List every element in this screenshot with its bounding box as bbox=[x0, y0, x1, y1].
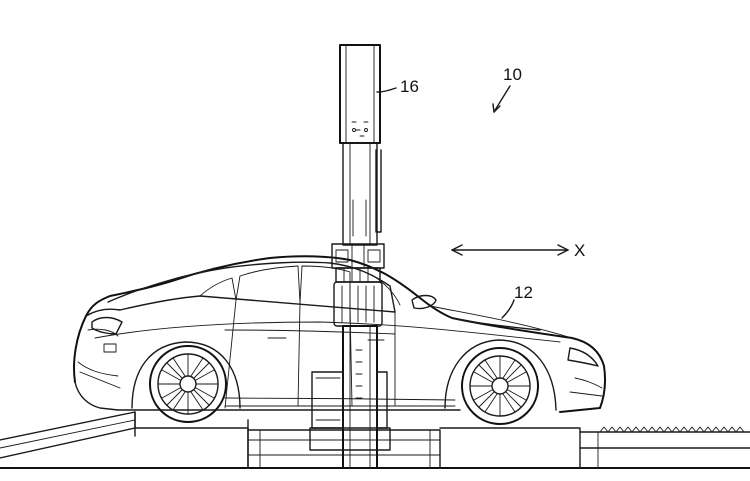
label-tower: 16 bbox=[400, 77, 419, 96]
label-vehicle: 12 bbox=[514, 283, 533, 302]
front-wheel bbox=[444, 339, 557, 425]
label-axis-x: X bbox=[574, 241, 585, 260]
rear-wheel bbox=[131, 341, 241, 423]
ground-platform bbox=[0, 411, 750, 469]
tower-post bbox=[309, 44, 391, 469]
label-assembly: 10 bbox=[503, 65, 522, 84]
vehicle-body bbox=[73, 255, 606, 413]
annotations bbox=[376, 85, 569, 319]
